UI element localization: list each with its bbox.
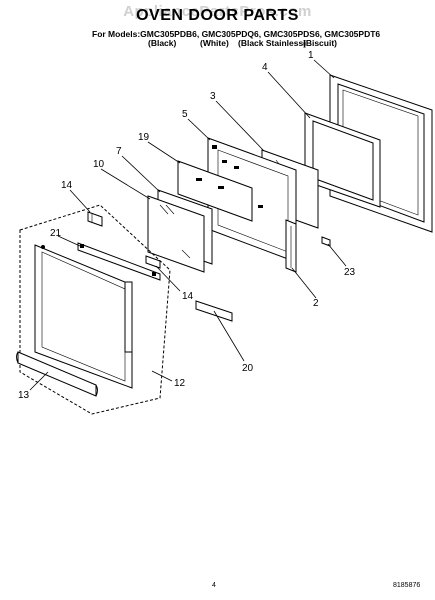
color-biscuit: (Biscuit) xyxy=(303,38,337,48)
page-number: 4 xyxy=(212,582,216,589)
callout-14-center: 14 xyxy=(182,291,194,302)
callout-13: 13 xyxy=(18,390,30,401)
part-21-top-strip xyxy=(77,242,161,281)
part-12-outer-door-assembly xyxy=(19,204,171,415)
color-black: (Black) xyxy=(148,38,177,48)
model-list: For Models:GMC305PDB6, GMC305PDQ6, GMC30… xyxy=(92,29,381,39)
document-number: 8185876 xyxy=(393,582,421,589)
callout-19: 19 xyxy=(138,132,150,143)
color-white: (White) xyxy=(200,38,229,48)
callout-2: 2 xyxy=(313,298,319,309)
part-4-door-liner-frame xyxy=(304,112,381,208)
page-title: OVEN DOOR PARTS xyxy=(136,7,299,24)
callout-23: 23 xyxy=(344,267,356,278)
part-19-baffle xyxy=(177,160,253,222)
callout-1: 1 xyxy=(308,50,314,61)
color-black-stainless: (Black Stainless) xyxy=(238,38,307,48)
callout-12: 12 xyxy=(174,378,186,389)
callout-7: 7 xyxy=(116,146,122,157)
part-13-handle xyxy=(16,351,98,397)
callout-20: 20 xyxy=(242,363,254,374)
part-14-clip-left xyxy=(87,211,103,227)
part-2-hinge-channel xyxy=(285,219,297,273)
callout-4: 4 xyxy=(262,62,268,73)
callout-5: 5 xyxy=(182,109,188,120)
callout-3: 3 xyxy=(210,91,216,102)
callout-14-left: 14 xyxy=(61,180,73,191)
leader-lines xyxy=(29,59,347,391)
part-10-inner-glass-front xyxy=(147,195,205,273)
callout-21: 21 xyxy=(50,228,62,239)
callout-10: 10 xyxy=(93,159,105,170)
part-14-clip-center xyxy=(145,255,161,269)
